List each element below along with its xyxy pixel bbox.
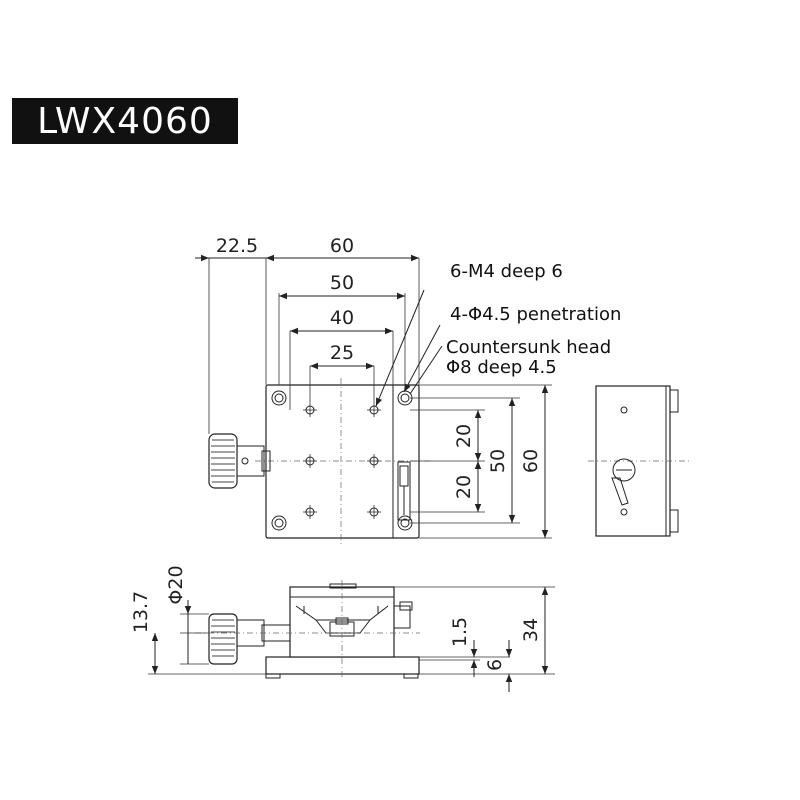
side-view xyxy=(588,385,690,537)
model-title: LWX4060 xyxy=(12,98,238,144)
dim-50-width: 50 xyxy=(330,272,354,294)
dim-25-width: 25 xyxy=(330,342,354,364)
note-countersunk: Countersunk head xyxy=(446,337,611,358)
m4-holes xyxy=(303,403,381,519)
dim-20-upper: 20 xyxy=(453,424,475,448)
stage-plate xyxy=(265,384,420,539)
dim-22-5: 22.5 xyxy=(216,235,258,257)
front-view: 13.7 Φ20 1.5 6 34 xyxy=(130,565,555,692)
dim-20-lower: 20 xyxy=(453,475,475,499)
top-view: 22.5 60 50 40 25 20 20 50 60 6-M4 deep 6… xyxy=(195,235,621,545)
note-countersunk-size: Φ8 deep 4.5 xyxy=(446,357,557,378)
dim-1-5: 1.5 xyxy=(449,617,471,647)
dim-phi20: Φ20 xyxy=(165,565,187,604)
dim-13-7: 13.7 xyxy=(130,591,152,633)
dim-60-height: 60 xyxy=(520,449,542,473)
dim-60-width: 60 xyxy=(330,235,354,257)
dim-40-width: 40 xyxy=(330,307,354,329)
base-plate xyxy=(265,656,420,675)
adjustment-knob xyxy=(208,433,271,489)
dim-50-height: 50 xyxy=(487,449,509,473)
note-phi45-holes: 4-Φ4.5 penetration xyxy=(450,304,621,325)
lock-lever xyxy=(397,461,411,521)
dim-34: 34 xyxy=(520,618,542,642)
dim-6: 6 xyxy=(484,659,506,671)
note-m4-holes: 6-M4 deep 6 xyxy=(450,261,563,282)
